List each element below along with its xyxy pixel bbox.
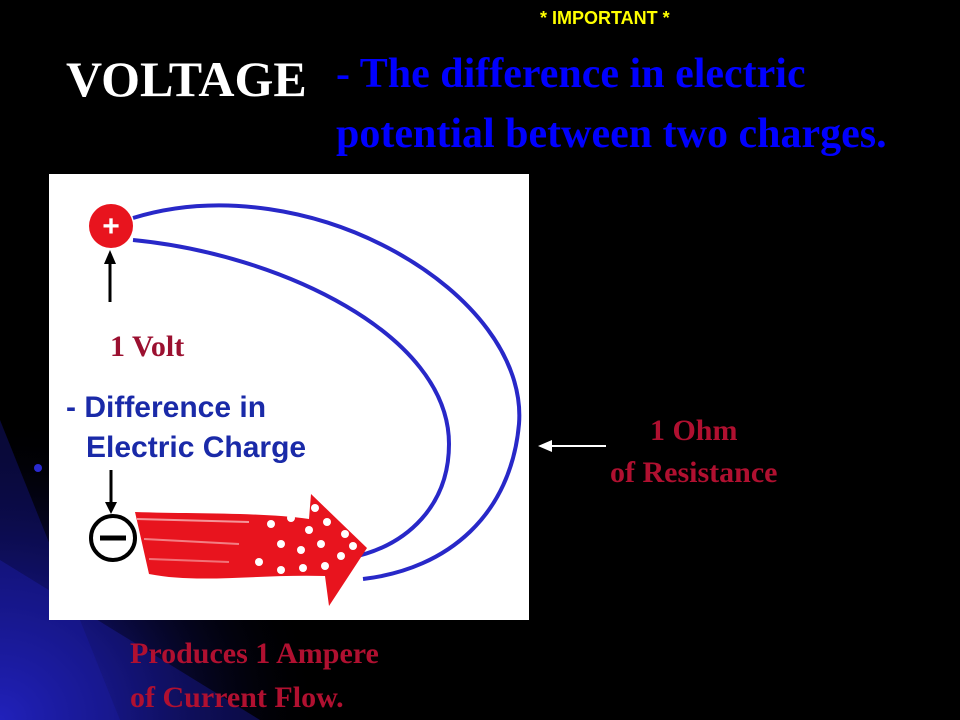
difference-label: - Difference in Electric Charge [66, 388, 306, 468]
voltage-diagram: + [49, 174, 529, 620]
volt-label: 1 Volt [110, 330, 185, 363]
current-line-2: of Current Flow. [130, 681, 344, 714]
electrons [255, 500, 357, 602]
slide-title: VOLTAGE [66, 51, 307, 107]
definition-line-2: potential between two charges. [336, 111, 887, 157]
inner-arc [132, 238, 452, 560]
definition-line-1: - The difference in electric [336, 51, 806, 97]
current-label: Produces 1 Ampere of Current Flow. [130, 632, 379, 720]
resistance-line-1: 1 Ohm [649, 414, 738, 447]
positive-symbol: + [102, 210, 120, 243]
resistance-line-2: of Resistance [610, 456, 778, 489]
important-note: * IMPORTANT * [540, 8, 670, 28]
bullet-dot [34, 464, 42, 472]
diagram-drawing: + [89, 203, 522, 606]
positive-charge [89, 204, 133, 248]
difference-line-1: - Difference in [66, 391, 267, 424]
resistance-pointer-arrow [538, 440, 606, 452]
outer-arc [132, 203, 522, 581]
definition-text: - The difference in electric potential b… [336, 44, 960, 164]
current-line-1: Produces 1 Ampere [130, 637, 379, 670]
difference-line-2: Electric Charge [86, 431, 307, 464]
current-arrow [135, 494, 367, 606]
resistance-label: 1 Ohm of Resistance [610, 410, 777, 494]
